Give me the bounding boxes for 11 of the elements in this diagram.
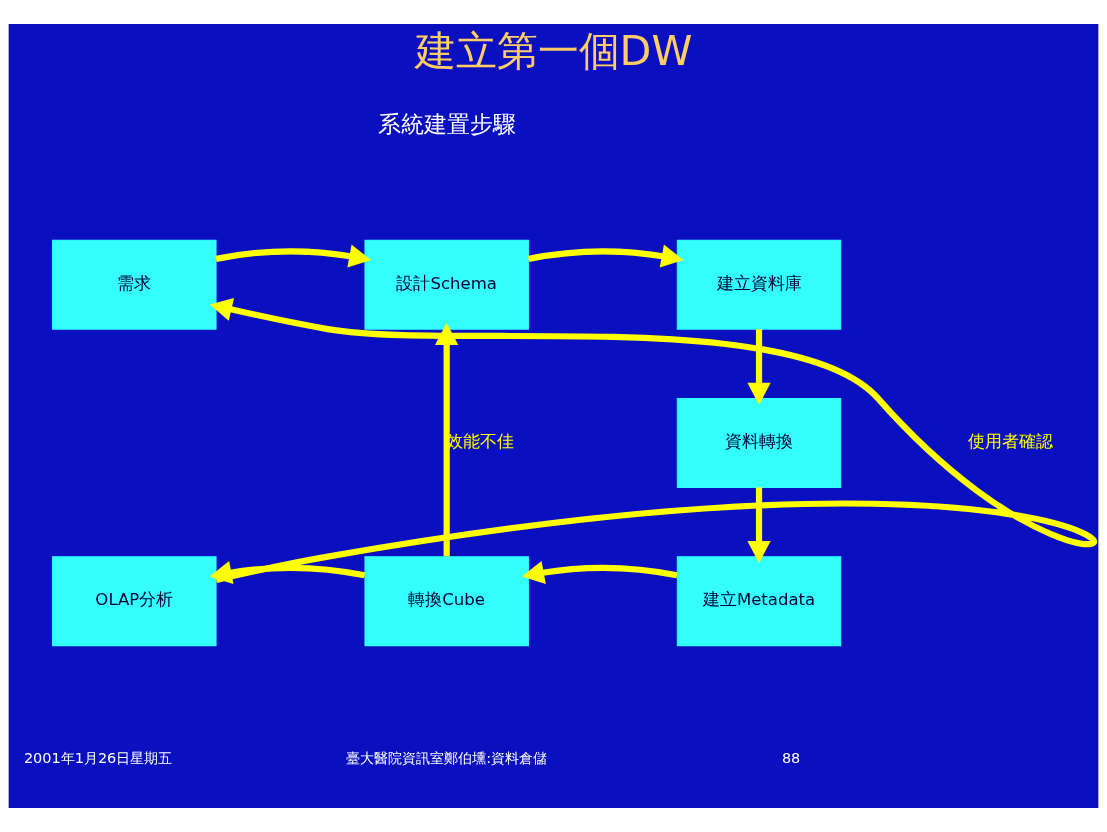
label: 88 bbox=[781, 750, 801, 767]
node-box: OLAP分析 bbox=[52, 556, 217, 647]
node-box: 轉換Cube bbox=[364, 556, 529, 647]
label: 系統建置步驟 bbox=[377, 111, 516, 138]
label: 臺大醫院資訊室鄭伯壎:資料倉儲 bbox=[346, 750, 548, 767]
node-box: 建立Metadata bbox=[676, 556, 842, 647]
node-box: 需求 bbox=[52, 239, 217, 330]
diagram-title: 建立第一個DW bbox=[414, 27, 693, 76]
label: 2001年1月26日星期五 bbox=[23, 750, 173, 767]
arrow bbox=[527, 244, 684, 268]
arrow bbox=[215, 244, 372, 268]
